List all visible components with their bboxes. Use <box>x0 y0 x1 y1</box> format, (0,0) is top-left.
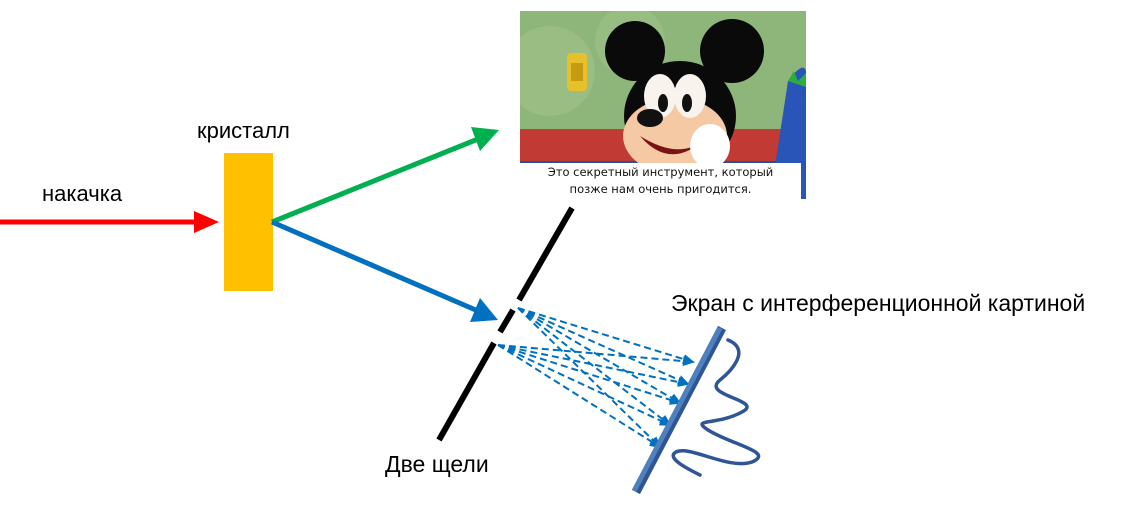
pump-beam-arrowhead <box>194 211 219 233</box>
diffraction-ray <box>517 307 690 385</box>
signal-beam-arrowhead <box>471 127 499 151</box>
screen-label: Экран с интерференционной картиной <box>671 290 1086 316</box>
double-slit-plate <box>436 206 575 442</box>
pump-label: накачка <box>42 181 123 206</box>
diffraction-ray <box>517 307 672 427</box>
diffraction-ray <box>497 344 672 426</box>
detection-screen-face <box>631 326 723 493</box>
diffraction-ray <box>497 344 662 449</box>
crystal-block <box>224 153 273 291</box>
idler-beam-arrowhead <box>470 298 498 322</box>
crystal-label: кристалл <box>197 118 290 143</box>
diffraction-ray <box>517 307 682 405</box>
diffraction-ray <box>517 307 695 364</box>
subtitle-line-2: позже нам очень пригодится. <box>569 182 752 196</box>
diffraction-ray <box>497 344 682 405</box>
video-subtitle: Это секретный инструмент, который позже … <box>520 163 801 200</box>
diffraction-ray <box>517 307 662 449</box>
interference-pattern-curve <box>671 338 761 477</box>
signal-beam-arrow <box>271 136 479 225</box>
subtitle-line-1: Это секретный инструмент, который <box>547 165 774 179</box>
diffraction-rays <box>497 307 695 449</box>
idler-beam-arrow <box>271 219 479 314</box>
slits-label: Две щели <box>385 451 489 477</box>
